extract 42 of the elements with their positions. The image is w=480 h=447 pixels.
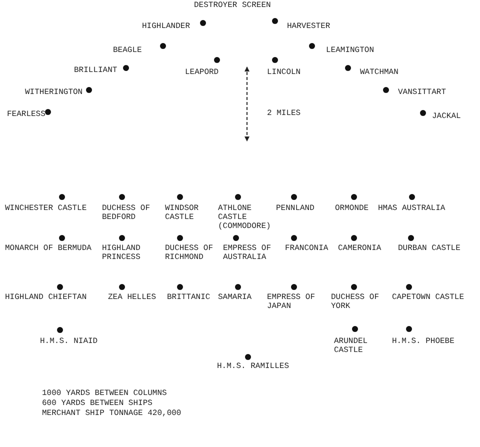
ship-name: LEAPORD	[185, 68, 219, 77]
title: DESTROYER SCREEN	[194, 1, 271, 10]
ship-name: CAPETOWN CASTLE	[392, 293, 464, 302]
ship-name: H.M.S. NIAID	[40, 337, 98, 346]
ship-name: JACKAL	[432, 112, 461, 121]
ship-name: H.M.S. RAMILLES	[217, 362, 290, 371]
ship-name: BRITTANIC	[167, 293, 210, 302]
ship-name: LEAMINGTON	[326, 46, 374, 55]
ship-name: EMPRESS OF JAPAN	[267, 293, 316, 311]
note: MERCHANT SHIP TONNAGE 420,000	[42, 409, 182, 418]
ship-name: HIGHLANDER	[142, 22, 190, 31]
note: 1000 YARDS BETWEEN COLUMNS	[42, 389, 167, 398]
ship-name: PENNLAND	[276, 204, 314, 213]
ship-name: WITHERINGTON	[25, 88, 83, 97]
ship-name: VANSITTART	[398, 88, 446, 97]
ship-name: ARUNDEL CASTLE	[334, 337, 369, 355]
ship-name: ORMONDE	[335, 204, 369, 213]
ship-name: CAMERONIA	[338, 244, 382, 253]
note: 600 YARDS BETWEEN SHIPS	[42, 399, 152, 408]
distance-label: 2 MILES	[267, 109, 301, 118]
ship-name: LINCOLN	[267, 68, 301, 77]
ship-name: HIGHLAND CHIEFTAN	[5, 293, 87, 302]
ship-name: ZEA HELLES	[108, 293, 156, 302]
ship-name: DUCHESS OF YORK	[331, 293, 380, 311]
ship-name: HMAS AUSTRALIA	[378, 204, 446, 213]
ship-name: FEARLESS	[7, 110, 46, 119]
ship-name: WINCHESTER CASTLE	[5, 204, 87, 213]
ship-name: EMPRESS OF AUSTRALIA	[223, 244, 272, 262]
ship-name: FRANCONIA	[285, 244, 328, 253]
ship-name: BRILLIANT	[74, 66, 118, 75]
ship-name: WATCHMAN	[360, 68, 398, 77]
ship-name: BEAGLE	[113, 46, 142, 55]
ship-name: ATHLONE CASTLE (COMMODORE)	[218, 204, 272, 231]
ship-name: HARVESTER	[287, 22, 330, 31]
ship-name: DURBAN CASTLE	[398, 244, 460, 253]
ship-name: MONARCH OF BERMUDA	[5, 244, 92, 253]
ship-name: H.M.S. PHOEBE	[392, 337, 454, 346]
ship-name: DUCHESS OF BEDFORD	[102, 204, 152, 222]
ship-name: SAMARIA	[218, 293, 252, 302]
ship-name: HIGHLAND PRINCESS	[102, 244, 142, 262]
ship-name: DUCHESS OF RICHMOND	[165, 244, 214, 262]
ship-name: WINDSOR CASTLE	[165, 204, 200, 222]
